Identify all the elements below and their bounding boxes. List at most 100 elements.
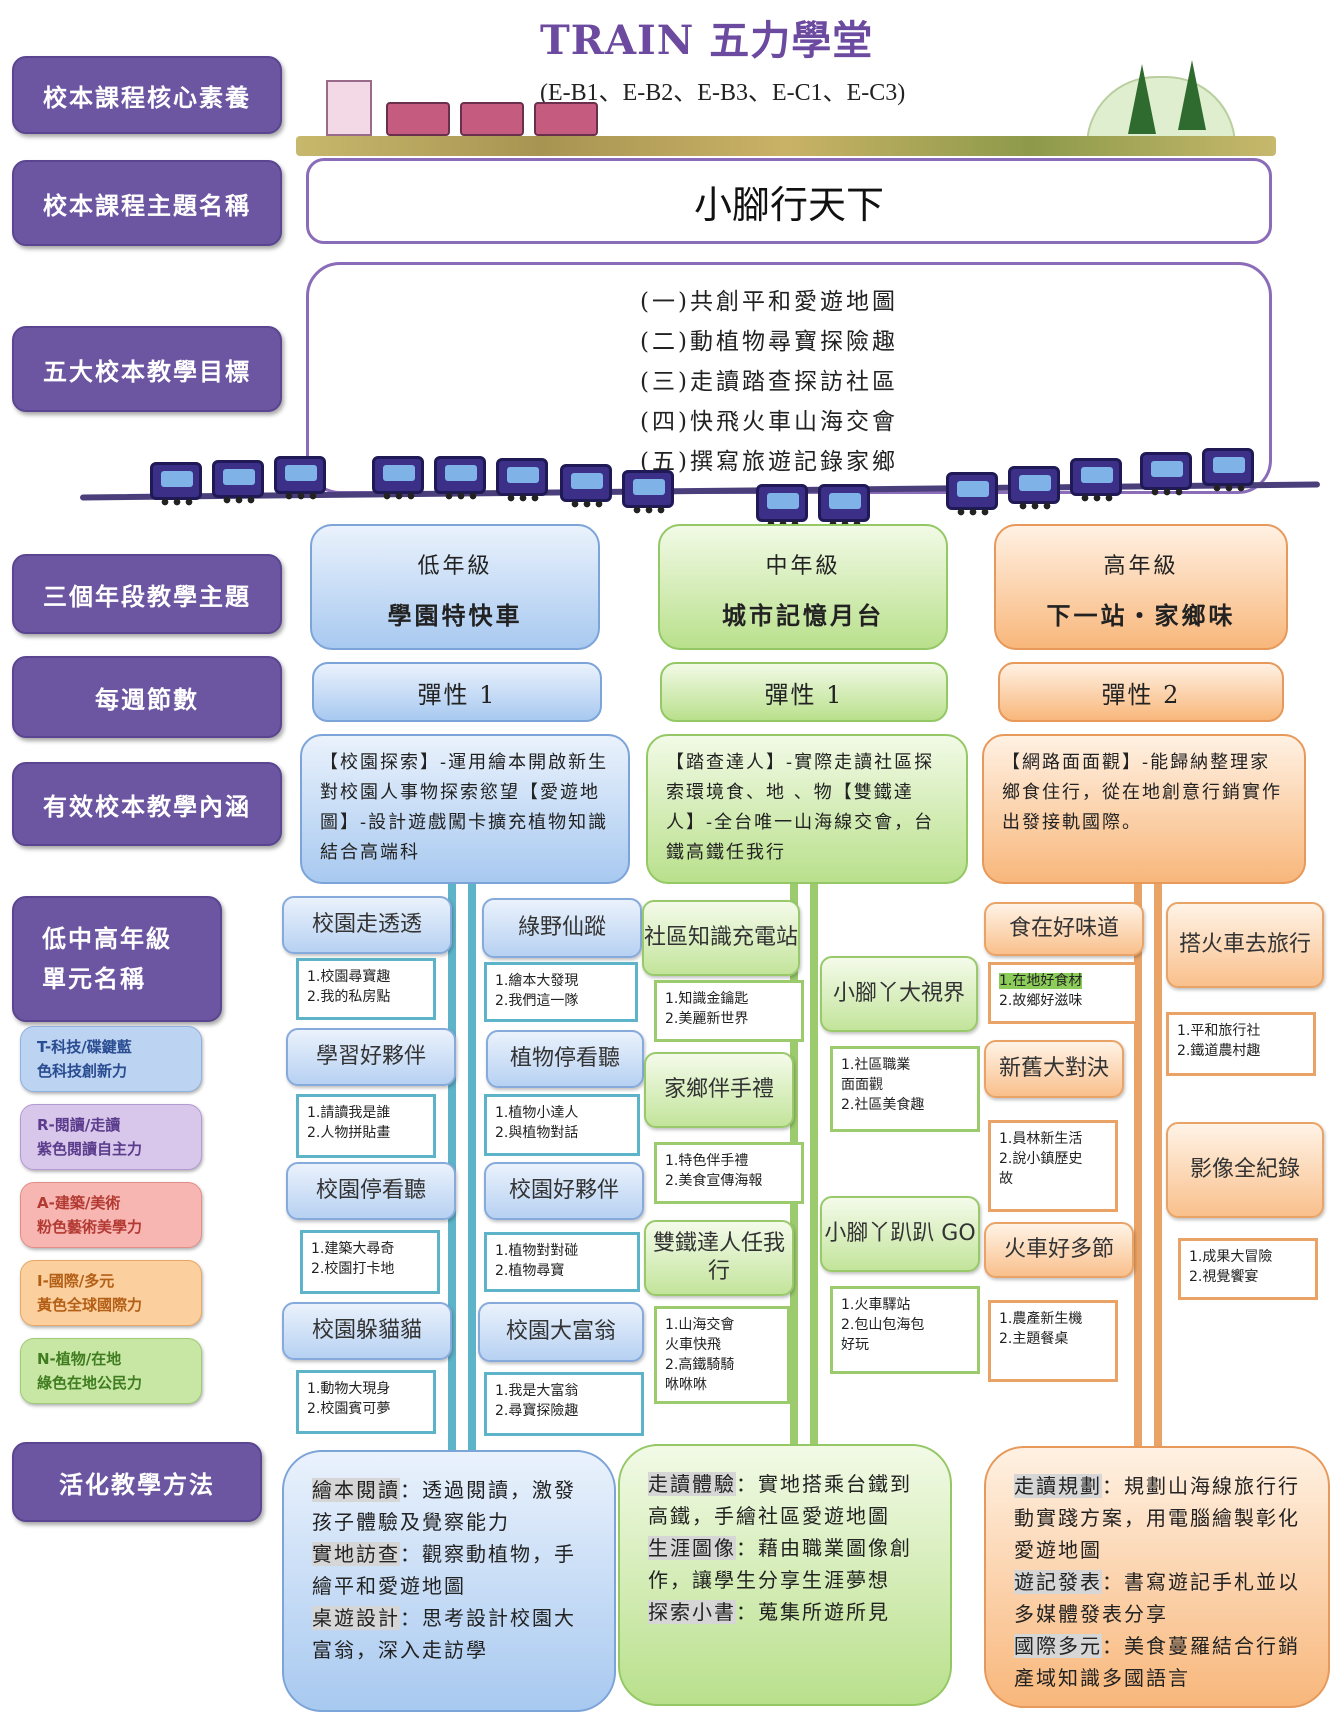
unit-item: 2.與植物對話 (495, 1125, 579, 1141)
unit-item: 1.植物小達人 (495, 1105, 579, 1121)
unit-items: 1.知識金鑰匙 2.美麗新世界 (654, 980, 804, 1042)
method-text: ：書寫遊記手札並以多媒體發表分享 (1014, 1570, 1300, 1626)
unit-title: 食在好味道 (984, 902, 1144, 956)
train-car-icon (560, 464, 612, 509)
unit-item: 2.社區美食趣 (841, 1097, 925, 1113)
label-five-goals: 五大校本教學目標 (12, 326, 282, 412)
unit-item: 2.美食宣傳海報 (665, 1173, 763, 1189)
unit-title: 火車好多節 (984, 1222, 1134, 1278)
legend-nature: N-植物/在地 綠色在地公民力 (20, 1338, 202, 1404)
method-line: 繪本閱讀：透過閱讀，激發孩子體驗及覺察能力 (312, 1474, 594, 1538)
unit-item: 2.高鐵騎騎 (665, 1357, 735, 1373)
grade-high-title: 下一站・家鄉味 (1046, 601, 1236, 630)
legend-international-line2: 黃色全球國際力 (37, 1296, 143, 1314)
unit-title: 雙鐵達人任我行 (644, 1220, 794, 1296)
method-text: ：觀察動植物，手繪平和愛遊地圖 (312, 1542, 576, 1598)
legend-reading-line1: R-閱讀/走讀 (37, 1116, 121, 1134)
unit-item: 2.視覺饗宴 (1189, 1269, 1259, 1285)
unit-item: 1.員林新生活 (999, 1131, 1083, 1147)
period-high: 彈性 2 (998, 662, 1284, 722)
legend-reading-line2: 紫色閱讀自主力 (37, 1140, 143, 1158)
unit-items: 1.植物對對碰 2.植物尋寶 (484, 1232, 640, 1292)
unit-title: 校園好夥伴 (484, 1162, 644, 1220)
grade-mid-theme: 中年級 城市記憶月台 (658, 524, 948, 650)
unit-item: 2.校園賓可夢 (307, 1401, 391, 1417)
unit-items: 1.在地好食材 2.故鄉好滋味 (988, 962, 1138, 1024)
unit-items: 1.植物小達人 2.與植物對話 (484, 1094, 640, 1156)
unit-title: 影像全紀錄 (1166, 1122, 1324, 1218)
method-text: ：規劃山海線旅行行動實踐方案，用電腦繪製彰化愛遊地圖 (1014, 1474, 1300, 1562)
tree-icon (1178, 60, 1206, 130)
unit-title: 校園走透透 (282, 896, 452, 954)
unit-item: 2.說小鎮歷史 (999, 1151, 1083, 1167)
unit-item: 故 (999, 1171, 1013, 1187)
unit-item: 2.我們這一隊 (495, 993, 579, 1009)
method-text: ：實地搭乘台鐵到高鐵，手繪社區愛遊地圖 (648, 1472, 912, 1528)
method-line: 實地訪查：觀察動植物，手繪平和愛遊地圖 (312, 1538, 594, 1602)
goal-item: (二)動植物尋寶探險趣 (640, 329, 898, 355)
unit-title: 校園大富翁 (478, 1302, 644, 1362)
train-car-icon (622, 470, 674, 515)
unit-item: 1.在地好食材 (999, 971, 1127, 991)
unit-title: 校園停看聽 (286, 1162, 456, 1220)
period-mid: 彈性 1 (660, 662, 948, 722)
unit-items: 1.農產新生機 2.主題餐桌 (988, 1300, 1118, 1382)
grade-low-title: 學園特快車 (387, 601, 523, 630)
train-car-icon (386, 102, 450, 136)
method-keyword: 走讀規劃 (1014, 1474, 1102, 1498)
unit-items: 1.成果大冒險 2.視覺饗宴 (1178, 1238, 1318, 1300)
unit-title: 小腳丫大視界 (820, 956, 978, 1032)
highlighted-item: 1.在地好食材 (999, 973, 1083, 989)
legend-international-line1: I-國際/多元 (37, 1272, 115, 1290)
label-methods: 活化教學方法 (12, 1442, 262, 1522)
unit-item: 2.校園打卡地 (311, 1261, 395, 1277)
method-keyword: 桌遊設計 (312, 1606, 400, 1630)
unit-item: 1.請讀我是誰 (307, 1105, 391, 1121)
method-text: ：蒐集所遊所見 (736, 1600, 890, 1624)
unit-items: 1.平和旅行社 2.鐵道農村趣 (1166, 1012, 1316, 1076)
unit-title: 社區知識充電站 (642, 900, 800, 976)
train-car-icon (1202, 448, 1254, 493)
unit-items: 1.山海交會 火車快飛 2.高鐵騎騎 咻咻咻 (654, 1306, 790, 1404)
train-car-icon (434, 456, 486, 501)
train-car-icon (460, 102, 524, 136)
unit-items: 1.繪本大發現 2.我們這一隊 (484, 962, 638, 1022)
method-keyword: 遊記發表 (1014, 1570, 1102, 1594)
unit-item: 2.主題餐桌 (999, 1331, 1069, 1347)
legend-tech-line1: T-科技/碟鍵藍 (37, 1038, 132, 1056)
method-line: 探索小書：蒐集所遊所見 (648, 1596, 930, 1628)
unit-item: 1.知識金鑰匙 (665, 991, 749, 1007)
goal-item: (五)撰寫旅遊記錄家鄉 (640, 449, 898, 475)
method-line: 國際多元：美食蔓羅結合行銷產域知識多國語言 (1014, 1630, 1308, 1694)
train-car-icon (818, 484, 870, 529)
method-text: ：藉由職業圖像創作，讓學生分享生涯夢想 (648, 1536, 912, 1592)
unit-items: 1.我是大富翁 2.尋寶探險趣 (484, 1372, 644, 1436)
train-car-icon (274, 456, 326, 501)
legend-nature-line1: N-植物/在地 (37, 1350, 122, 1368)
method-text: ：思考設計校園大富翁，深入走訪學 (312, 1606, 576, 1662)
method-keyword: 國際多元 (1014, 1634, 1102, 1658)
grade-mid-title: 城市記憶月台 (722, 601, 884, 630)
unit-item: 2.我的私房點 (307, 989, 391, 1005)
unit-items: 1.員林新生活 2.說小鎮歷史 故 (988, 1120, 1118, 1212)
train-car-icon (212, 460, 264, 505)
grade-low-theme: 低年級 學園特快車 (310, 524, 600, 650)
grade-low-level: 低年級 (417, 554, 493, 579)
unit-item: 咻咻咻 (665, 1377, 707, 1393)
connector-line (1154, 884, 1162, 1450)
method-line: 生涯圖像：藉由職業圖像創作，讓學生分享生涯夢想 (648, 1532, 930, 1596)
method-keyword: 探索小書 (648, 1600, 736, 1624)
unit-item: 1.我是大富翁 (495, 1383, 579, 1399)
train-car-icon (534, 102, 598, 136)
unit-items: 1.特色伴手禮 2.美食宣傳海報 (654, 1142, 804, 1204)
unit-item: 面面觀 (841, 1077, 883, 1093)
connector-line (468, 884, 476, 1450)
course-theme-box: 小腳行天下 (306, 158, 1272, 244)
content-mid: 【踏查達人】-實際走讀社區探索環境食、地 、物【雙鐵達人】-全台唯一山海線交會，… (646, 734, 968, 884)
goals-list: (一)共創平和愛遊地圖 (二)動植物尋寶探險趣 (三)走讀踏查探訪社區 (四)快… (640, 282, 898, 482)
page-title: TRAIN 五力學堂 (540, 17, 874, 64)
unit-items: 1.建築大尋奇 2.校園打卡地 (300, 1230, 440, 1294)
method-line: 走讀規劃：規劃山海線旅行行動實踐方案，用電腦繪製彰化愛遊地圖 (1014, 1470, 1308, 1566)
goal-item: (一)共創平和愛遊地圖 (640, 289, 898, 315)
unit-items: 1.社區職業 面面觀 2.社區美食趣 (830, 1046, 980, 1132)
